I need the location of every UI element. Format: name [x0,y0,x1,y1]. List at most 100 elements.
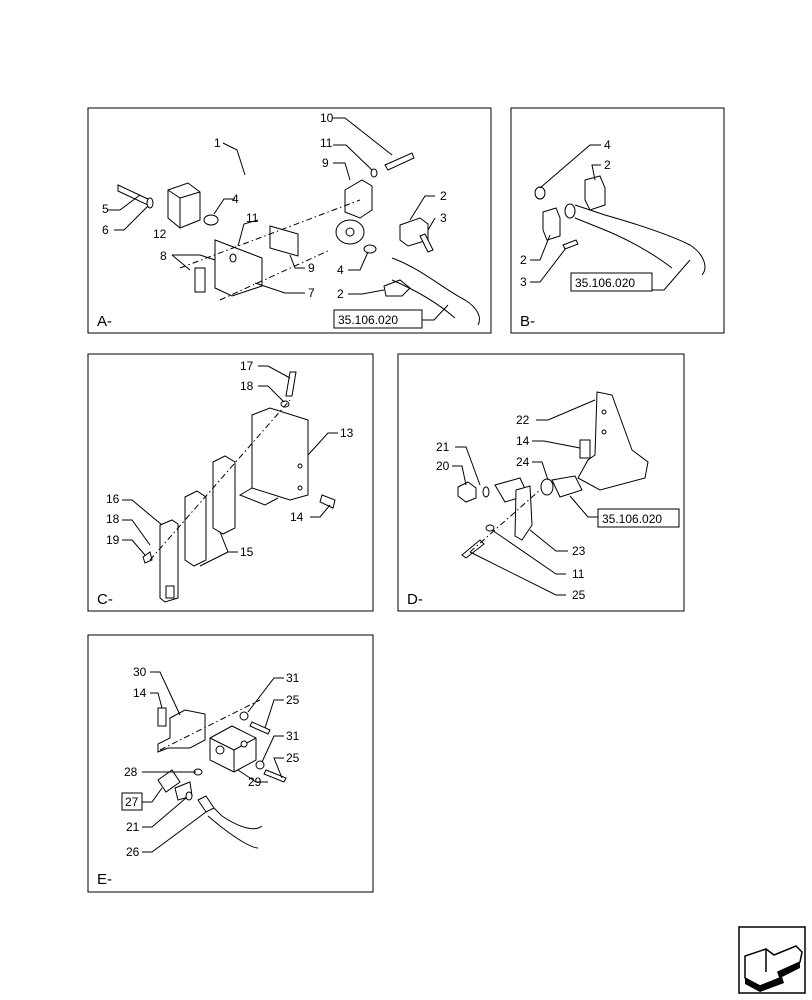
washer [370,168,378,178]
callout-11b: 11 [246,211,259,225]
bolt [142,551,153,564]
panel-e: 30 14 31 25 31 25 28 29 27 21 26 E- [87,634,374,893]
callout-c-16: 16 [106,492,120,506]
callout-7: 7 [308,286,315,300]
hose [197,799,263,830]
panel-b: 4 2 2 3 35.106.020 B- [510,107,725,334]
callout-c-15: 15 [240,545,254,559]
clamp-half [383,279,411,297]
callout-c-13: 13 [340,426,354,440]
callout-b-3: 3 [520,275,527,289]
bolt [384,152,415,171]
callout-12: 12 [153,227,167,241]
callout-d-25: 25 [572,588,586,602]
panel-a: 1 2 3 4 5 6 7 8 9 10 11 12 2 4 9 11 35.1… [87,107,492,334]
callout-d-21: 21 [436,440,450,454]
callout-d-14: 14 [516,434,530,448]
callout-2: 2 [440,189,447,203]
clamp-half [542,207,561,241]
next-arrow-icon[interactable] [738,926,806,994]
callout-d-24: 24 [516,455,530,469]
callout-8: 8 [160,249,167,263]
panel-c-caption: C- [97,591,113,608]
callout-e-31b: 31 [286,729,300,743]
callout-b-4: 4 [604,138,611,152]
bracket [157,709,206,753]
bolt [249,721,271,735]
callout-c-14: 14 [290,510,304,524]
callout-e-25b: 25 [286,751,300,765]
hose [574,204,706,276]
callout-d-23: 23 [572,544,586,558]
callout-3: 3 [440,211,447,225]
hose [391,257,480,326]
elbow-fitting [157,769,181,793]
panel-b-caption: B- [520,313,535,330]
callout-b-2b: 2 [520,253,527,267]
panel-d-caption: D- [407,591,423,608]
o-ring [534,186,546,200]
panel-b-frame [510,107,725,334]
callout-e-14: 14 [133,686,147,700]
callout-1: 1 [214,136,221,150]
bracket [514,485,533,541]
callout-e-21: 21 [126,820,140,834]
panel-e-frame [87,634,374,893]
callout-5: 5 [102,202,109,216]
bolt [194,267,206,293]
callout-6: 6 [102,223,109,237]
callout-4: 4 [232,192,239,206]
o-ring [363,244,377,254]
callout-d-20: 20 [436,459,450,473]
bolt [562,239,579,250]
fitting [564,203,576,219]
panel-d-frame [397,353,685,612]
callout-e-31: 31 [286,671,300,685]
callout-9b: 9 [308,261,315,275]
bolt [419,233,434,253]
o-ring [482,486,490,498]
reference-d[interactable]: 35.106.020 [602,512,662,526]
fitting [457,481,477,503]
panel-d: 22 14 21 20 24 23 11 25 35.106.020 D- [397,353,685,612]
callout-9: 9 [322,156,329,170]
callout-c-17: 17 [240,359,254,373]
callout-e-26: 26 [126,845,140,859]
plate [159,519,179,603]
bracket [214,239,263,297]
callout-b-2: 2 [604,158,611,172]
callout-2b: 2 [337,287,344,301]
panel-a-frame [87,107,492,334]
callout-c-18b: 18 [106,512,120,526]
callout-d-22: 22 [516,413,530,427]
clamp-half [184,490,207,567]
washer [239,711,249,721]
reference-box-b[interactable] [570,272,653,292]
o-ring [203,214,219,226]
washer [229,253,237,263]
bolt [157,707,167,727]
washer [255,760,265,770]
callout-box-27[interactable] [121,792,143,811]
reference-box-d[interactable] [597,508,680,528]
panel-c: 17 18 13 16 18 19 14 15 C- [87,353,374,612]
clamp-half [344,179,373,219]
reference-a[interactable]: 35.106.020 [338,313,398,327]
reference-b[interactable]: 35.106.020 [575,276,635,290]
callout-e-27[interactable]: 27 [125,795,139,809]
callout-c-18: 18 [240,379,254,393]
reference-box-a[interactable] [333,309,423,329]
bracket-tab [269,225,299,257]
callout-e-30: 30 [133,665,147,679]
bolt [117,184,151,207]
clamp-half [584,175,606,211]
sleeve [540,478,554,496]
bolt [285,371,297,397]
callout-10: 10 [320,111,334,125]
callout-11: 11 [320,136,333,150]
washer [485,524,495,532]
panel-c-frame [87,353,374,612]
callout-e-25: 25 [286,693,300,707]
callout-e-28: 28 [124,765,138,779]
